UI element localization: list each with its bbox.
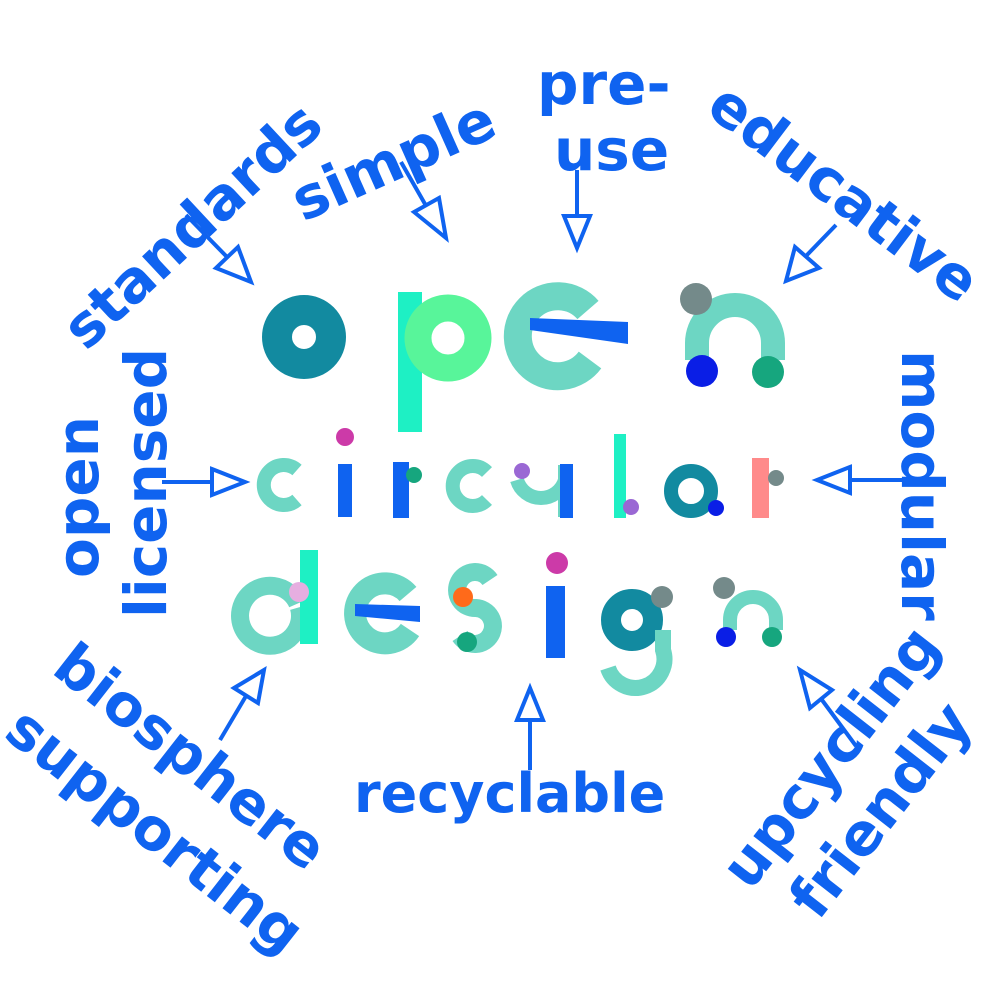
glyph-c2 — [445, 459, 492, 513]
glyph-e-bar — [530, 318, 628, 344]
label-educative: educative — [696, 69, 993, 316]
glyph-c — [256, 458, 302, 512]
dot-purple-u — [514, 463, 530, 479]
arrow-licensed — [162, 466, 251, 498]
dot-grey-n — [680, 283, 712, 315]
glyph-e-arc — [503, 282, 602, 391]
label-pre-use-line2: use — [554, 116, 669, 184]
word-open — [262, 282, 785, 432]
label-open: open — [44, 416, 112, 578]
glyph-g-tail — [600, 630, 673, 696]
label-pre-use-line1: pre- — [537, 50, 671, 118]
glyph-n-arc — [685, 293, 785, 360]
glyph-s — [448, 563, 502, 653]
dot-grey-n2 — [713, 577, 735, 599]
glyph-i2-stem — [546, 586, 565, 658]
dot-navy-a — [708, 500, 724, 516]
dot-grey-g — [651, 586, 673, 608]
glyph-r-stem — [393, 462, 409, 518]
arrows — [162, 161, 906, 770]
dot-pink-d — [289, 582, 309, 602]
arrow-educative — [783, 223, 838, 285]
arrow-upcycling — [796, 665, 858, 748]
glyph-l — [614, 434, 626, 518]
label-simple: simple — [281, 85, 506, 235]
glyph-d-stem — [300, 550, 318, 644]
dot-green-r — [406, 467, 422, 483]
arrow-pre-use — [561, 170, 593, 254]
dot-navy-n2 — [716, 627, 736, 647]
dot-grey-r — [768, 470, 784, 486]
glyph-i-stem — [338, 464, 352, 517]
glyph-g-bowl — [601, 589, 663, 651]
glyph-e2-bar — [355, 604, 420, 622]
labels: standards simple pre- use educative open… — [0, 50, 992, 967]
dot-orange-s — [453, 587, 473, 607]
center-title-art: open circular design — [231, 282, 785, 696]
dot-magenta-i — [336, 428, 354, 446]
dot-green-n2 — [762, 627, 782, 647]
arrow-modular — [811, 464, 906, 496]
dot-green-n — [752, 356, 784, 388]
label-licensed: licensed — [112, 348, 180, 618]
glyph-o — [262, 295, 346, 379]
label-recyclable: recyclable — [354, 762, 665, 825]
word-circular — [256, 428, 784, 518]
arrow-standards — [184, 213, 255, 286]
arrow-simple — [399, 161, 449, 243]
dot-navy-n — [686, 355, 718, 387]
glyph-p-bowl — [404, 294, 492, 382]
glyph-n2-arc — [723, 590, 783, 630]
glyph-d-bowl — [231, 576, 310, 655]
dot-green-s — [457, 632, 477, 652]
glyph-r2-stem — [752, 458, 769, 518]
glyph-a-bowl — [664, 464, 718, 518]
dot-magenta-i2 — [546, 552, 568, 574]
dot-purple-l — [623, 499, 639, 515]
arrow-recyclable — [514, 682, 546, 770]
glyph-u-stem — [560, 464, 573, 518]
label-modular: modular — [888, 350, 956, 621]
arrow-biosphere — [218, 666, 267, 742]
word-design — [231, 550, 783, 696]
